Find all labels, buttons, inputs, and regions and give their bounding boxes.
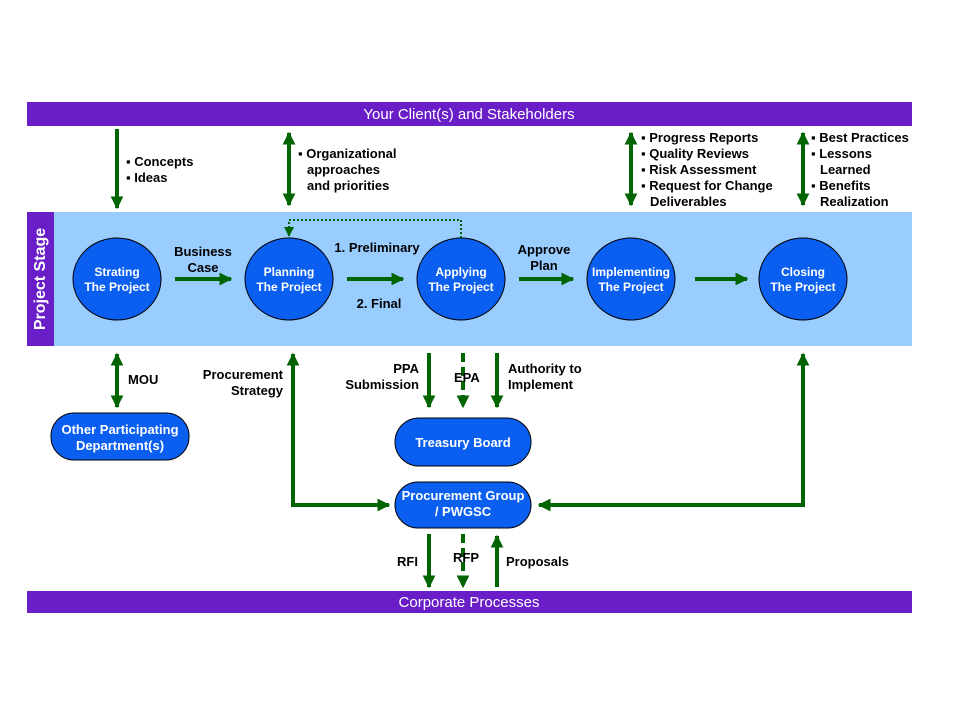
svg-text:Planning: Planning (264, 265, 315, 279)
approve-plan-label-2: Plan (530, 258, 558, 273)
rfp-label: RFP (453, 550, 479, 565)
procurement-group-node: Procurement Group / PWGSC (394, 481, 532, 529)
final-label: 2. Final (357, 296, 402, 311)
svg-text:and priorities: and priorities (307, 178, 389, 193)
procurement-strategy-label-1: Procurement (203, 367, 284, 382)
svg-text:approaches: approaches (307, 162, 380, 177)
mou-label: MOU (128, 372, 158, 387)
stage-node-applying: Applying The Project (416, 237, 506, 321)
svg-text:The Project: The Project (770, 280, 835, 294)
project-stage-label: Project Stage (32, 228, 49, 330)
corporate-processes-band (27, 591, 912, 613)
preliminary-label: 1. Preliminary (334, 240, 420, 255)
stakeholders-band (27, 102, 912, 126)
corporate-processes-label: Corporate Processes (399, 594, 540, 611)
arrow-closing-to-procurement (537, 352, 810, 512)
svg-text:/ PWGSC: / PWGSC (435, 504, 492, 519)
svg-text:Other Participating: Other Participating (61, 422, 178, 437)
stage-node-starting: Strating The Project (72, 237, 162, 321)
arrow-applying-to-planning-dotted (284, 219, 462, 238)
svg-text:▪ Progress Reports: ▪ Progress Reports (641, 130, 758, 145)
stage-node-closing: Closing The Project (758, 237, 848, 321)
procurement-strategy-label-2: Strategy (231, 383, 284, 398)
business-case-label-1: Business (174, 244, 232, 259)
svg-text:Implementing: Implementing (592, 265, 670, 279)
svg-text:Closing: Closing (781, 265, 825, 279)
svg-text:▪ Organizational: ▪ Organizational (298, 146, 397, 161)
ppa-label-1: PPA (393, 361, 419, 376)
stage-node-planning: Planning The Project (244, 237, 334, 321)
epa-label: EPA (454, 370, 480, 385)
svg-text:Learned: Learned (820, 162, 871, 177)
authority-label-2: Implement (508, 377, 574, 392)
svg-text:Applying: Applying (435, 265, 486, 279)
svg-text:The Project: The Project (256, 280, 321, 294)
svg-text:Department(s): Department(s) (76, 438, 164, 453)
svg-text:▪ Benefits: ▪ Benefits (811, 178, 871, 193)
treasury-board-node: Treasury Board (394, 417, 532, 467)
proposals-label: Proposals (506, 554, 569, 569)
approve-plan-label-1: Approve (518, 242, 571, 257)
stage-node-implementing: Implementing The Project (586, 237, 676, 321)
authority-label-1: Authority to (508, 361, 582, 376)
business-case-label-2: Case (187, 260, 218, 275)
svg-text:▪ Risk Assessment: ▪ Risk Assessment (641, 162, 757, 177)
svg-text:Deliverables: Deliverables (650, 194, 727, 209)
svg-text:▪ Quality Reviews: ▪ Quality Reviews (641, 146, 749, 161)
svg-text:▪ Concepts: ▪ Concepts (126, 154, 193, 169)
svg-text:Realization: Realization (820, 194, 889, 209)
organizational-note: ▪ Organizational approaches and prioriti… (298, 146, 397, 193)
other-departments-node: Other Participating Department(s) (50, 412, 190, 461)
progress-note: ▪ Progress Reports ▪ Quality Reviews ▪ R… (641, 130, 773, 209)
svg-text:▪ Lessons: ▪ Lessons (811, 146, 872, 161)
arrow-procurement-strategy (286, 352, 391, 512)
concepts-note: ▪ Concepts ▪ Ideas (126, 154, 193, 185)
svg-text:The Project: The Project (598, 280, 663, 294)
project-stage-side-bar (27, 212, 54, 346)
svg-text:Treasury Board: Treasury Board (415, 435, 510, 450)
svg-text:The Project: The Project (84, 280, 149, 294)
svg-text:Strating: Strating (94, 265, 139, 279)
stakeholders-band-label: Your Client(s) and Stakeholders (363, 106, 574, 123)
best-practices-note: ▪ Best Practices ▪ Lessons Learned ▪ Ben… (811, 130, 909, 209)
ppa-label-2: Submission (345, 377, 419, 392)
svg-text:Procurement Group: Procurement Group (402, 488, 525, 503)
svg-text:▪ Ideas: ▪ Ideas (126, 170, 167, 185)
svg-text:▪ Best Practices: ▪ Best Practices (811, 130, 909, 145)
svg-text:The Project: The Project (428, 280, 493, 294)
svg-text:▪ Request for Change: ▪ Request for Change (641, 178, 773, 193)
rfi-label: RFI (397, 554, 418, 569)
